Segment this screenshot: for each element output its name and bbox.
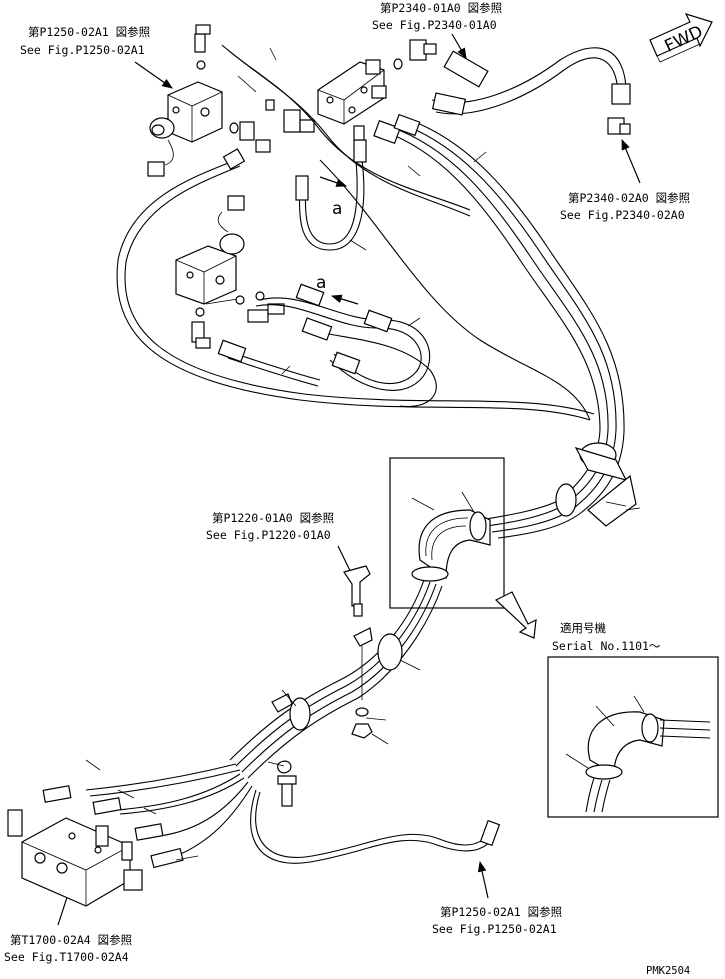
elbow-detail-box: [389, 457, 505, 609]
hose-bundle-lower: [229, 579, 443, 807]
marker-a-upper: a: [332, 199, 342, 219]
marker-a-lower-arrow: [330, 294, 359, 305]
ref-p1250-bottom-jp: 第P1250-02A1 図参照: [440, 905, 562, 919]
fittings-upper-left: [194, 24, 315, 153]
ref-p2340-right-leader: [621, 139, 641, 184]
hoses-loop-lower: [217, 283, 437, 408]
callout-leaders: [237, 47, 641, 511]
ref-p2340-right-jp: 第P2340-02A0 図参照: [568, 191, 690, 205]
ref-p1220: 第P1220-01A0 図参照 See Fig.P1220-01A0: [206, 511, 358, 586]
serial-jp: 適用号機: [560, 621, 606, 635]
ref-p2340-right-en: See Fig.P2340-02A0: [560, 208, 685, 222]
drawing-code: PMK2504: [646, 965, 690, 977]
ref-p1250-top-en: See Fig.P1250-02A1: [20, 43, 145, 57]
ref-p2340-top: 第P2340-01A0 図参照 See Fig.P2340-01A0: [372, 1, 502, 59]
ref-p2340-top-jp: 第P2340-01A0 図参照: [380, 1, 502, 15]
ref-p1220-jp: 第P1220-01A0 図参照: [212, 511, 334, 525]
serial-detail-box: 適用号機 Serial No.1101～: [547, 621, 719, 818]
ref-p1250-bottom-en: See Fig.P1250-02A1: [432, 922, 557, 936]
ref-t1700-en: See Fig.T1700-02A4: [4, 950, 129, 964]
solenoid-valve-middle: [175, 195, 285, 349]
ref-p2340-top-leader: [451, 33, 467, 59]
fwd-arrow-icon: FWD: [649, 13, 713, 63]
marker-a-lower: a: [316, 273, 326, 293]
serial-en: Serial No.1101～: [552, 639, 661, 653]
ref-p2340-right: 第P2340-02A0 図参照 See Fig.P2340-02A0: [560, 139, 690, 222]
marker-a-upper-arrow: [319, 176, 348, 187]
zoom-arrow: [494, 591, 537, 639]
ref-t1700-jp: 第T1700-02A4 図参照: [10, 933, 132, 947]
valve-block-upper-middle: [317, 39, 437, 125]
hose-bundle-middle: [479, 483, 583, 539]
valve-block-lower-left: [7, 809, 143, 907]
ref-p1220-en: See Fig.P1220-01A0: [206, 528, 331, 542]
hoses-upper: [116, 44, 631, 421]
ref-t1700: 第T1700-02A4 図参照 See Fig.T1700-02A4: [4, 880, 132, 964]
ref-p1250-bottom-leader: [477, 860, 489, 899]
hoses-fanout-lower-left: [42, 759, 501, 869]
solenoid-valve-upper: [147, 81, 223, 177]
ref-p1250-bottom: 第P1250-02A1 図参照 See Fig.P1250-02A1: [432, 860, 562, 936]
bracket: [343, 565, 371, 617]
ref-p1250-top-leader: [134, 61, 173, 89]
ref-p1250-top-jp: 第P1250-02A1 図参照: [28, 25, 150, 39]
ref-p1250-top: 第P1250-02A1 図参照 See Fig.P1250-02A1: [20, 25, 173, 89]
ref-p2340-top-en: See Fig.P2340-01A0: [372, 18, 497, 32]
